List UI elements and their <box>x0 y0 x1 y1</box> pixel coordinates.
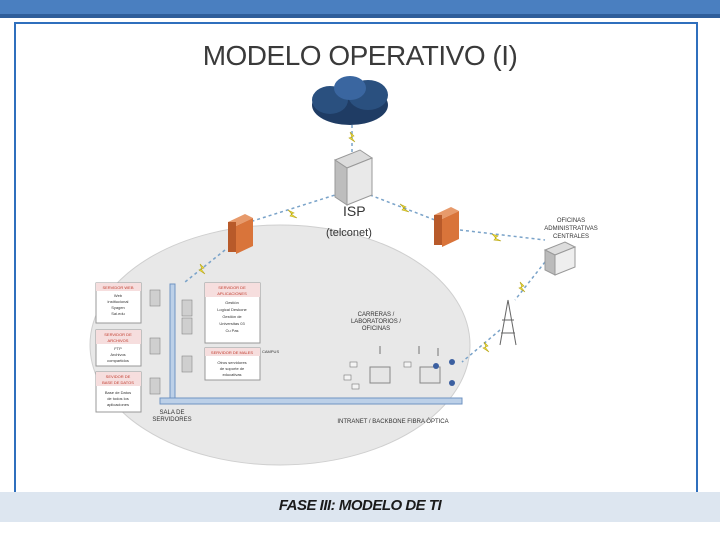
server-apps-line-3: Gestión de <box>222 314 242 319</box>
server-apps-title-1: SERVIDOR DE <box>218 285 246 290</box>
server-archivos-line-1: FTP <box>114 346 122 351</box>
footer-bar <box>0 492 720 522</box>
oficinas-label-3: CENTRALES <box>553 234 589 240</box>
server-archivos-line-2: Archivos <box>110 352 125 357</box>
antenna-tower-icon <box>499 299 517 346</box>
server-box-aplicaciones <box>204 282 261 344</box>
server-apps-line-1: Gestión <box>225 300 239 305</box>
firewall-left-icon <box>228 214 253 254</box>
server-males-line-1: Otros servidores <box>217 360 246 365</box>
carreras-label-1: CARRERAS / <box>358 312 395 318</box>
server-males-line-3: educativas <box>222 372 241 377</box>
client-devices <box>343 346 455 390</box>
server-archivos-title-2: ARCHIVOS <box>108 338 129 343</box>
sala-label-2: SERVIDORES <box>152 417 191 423</box>
server-bd-line-3: aplicaciones <box>107 402 129 407</box>
top-bar <box>0 0 720 18</box>
server-apps-title-2: APLICACIONES <box>217 291 247 296</box>
cloud-icon <box>312 76 388 125</box>
intranet-label: INTRANET / BACKBONE FIBRA ÓPTICA <box>337 418 448 425</box>
server-bd-title-1: SEVIDOR DE <box>106 374 131 379</box>
server-web-line-2: institucional <box>108 299 129 304</box>
server-apps-line-2: Logical Deskone <box>217 307 247 312</box>
intranet-backbone <box>159 397 463 405</box>
server-bd-line-2: de todos los <box>107 396 129 401</box>
oficinas-label-2: ADMINISTRATIVAS <box>544 226 597 232</box>
lightning-icons <box>198 131 526 353</box>
server-web-title: SERVIDOR WEB <box>102 285 133 290</box>
server-web-line-1: Web <box>114 293 123 298</box>
slide-title: MODELO OPERATIVO (I) <box>202 40 518 71</box>
campus-label: CAMPUS <box>262 349 279 354</box>
firewall-right-icon <box>434 207 459 247</box>
server-archivos-title-1: SERVIDOR DE <box>104 332 132 337</box>
server-box-base-datos <box>95 371 142 413</box>
carreras-label-3: OFICINAS <box>362 326 390 332</box>
server-box-web <box>95 282 142 324</box>
carreras-label-2: LABORATORIOS / <box>351 319 401 325</box>
top-bar-stripe <box>0 14 720 18</box>
isp-server-icon <box>333 149 374 206</box>
server-bd-line-1: Base de Datos <box>105 390 131 395</box>
office-building-icon <box>543 241 577 276</box>
server-males-title: SERVIDOR DE MALES <box>211 350 253 355</box>
server-rack-icons <box>149 289 193 395</box>
sala-label-1: SALA DE <box>159 410 184 416</box>
isp-sublabel: (telconet) <box>326 227 372 239</box>
server-box-archivos <box>95 329 142 367</box>
server-bd-title-2: BASE DE DATOS <box>102 380 134 385</box>
campus-area <box>89 224 471 466</box>
server-males-line-2: de soporte de <box>220 366 245 371</box>
isp-label: ISP <box>343 203 366 219</box>
server-apps-line-5: Cu Pas <box>225 328 238 333</box>
server-web-line-3: Syagen <box>111 305 125 310</box>
oficinas-label-1: OFICINAS <box>557 218 585 224</box>
server-apps-line-4: Universitas 03 <box>219 321 245 326</box>
server-web-line-4: Sai.edu <box>111 311 125 316</box>
server-box-males <box>204 347 261 381</box>
footer-text: FASE III: MODELO DE TI <box>278 497 442 514</box>
server-archivos-line-3: compartidos <box>107 358 129 363</box>
network-links <box>184 125 546 363</box>
server-backbone-bar <box>169 283 176 405</box>
